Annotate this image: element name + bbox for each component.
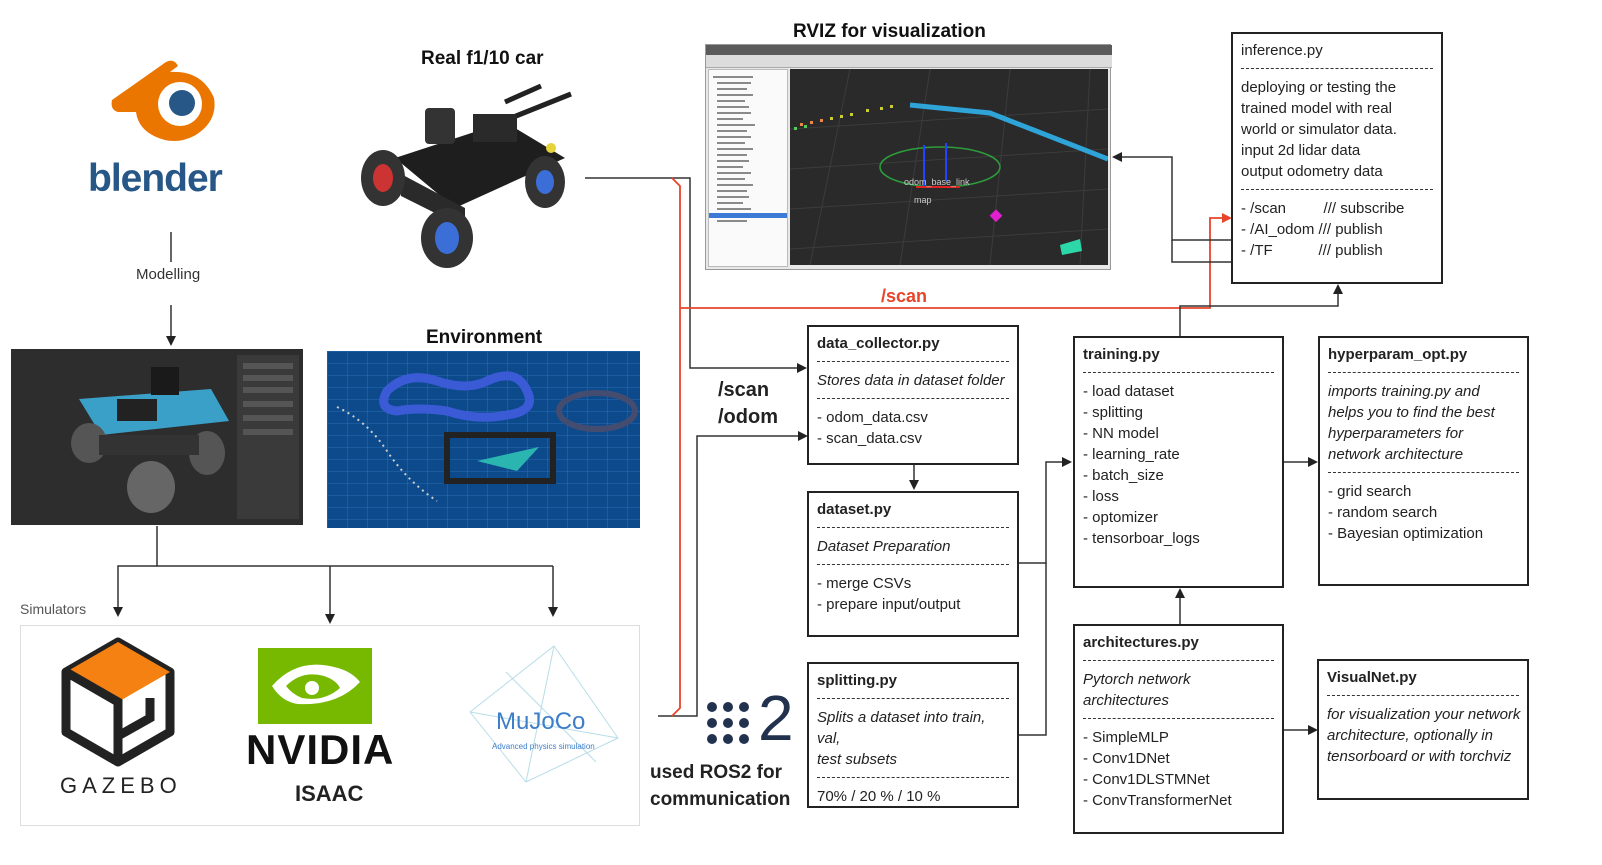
modelling-label: Modelling [136,266,201,283]
dataset-item: - prepare input/output [817,596,961,613]
inference-desc-line: trained model with real [1241,100,1392,117]
mujoco-wordmark: MuJoCo [496,708,586,735]
hyperparam-method: - grid search [1328,483,1412,500]
inference-desc-line: world or simulator data. [1241,121,1397,138]
hyperparam-desc-line: imports training.py and [1328,383,1480,400]
architecture-item: - ConvTransformerNet [1083,792,1232,809]
architecture-item: - SimpleMLP [1083,729,1169,746]
splitting-title: splitting.py [817,672,897,689]
blender-wordmark: blender [88,157,223,200]
hyperparam-method: - random search [1328,504,1438,521]
gazebo-logo-icon [60,636,176,768]
scan-topic-label-red: /scan [881,286,928,306]
rviz-3d-view: odom_base_link map [789,68,1109,266]
architectures-desc-line: Pytorch network [1083,671,1191,688]
training-item: - learning_rate [1083,446,1180,463]
simulators-label: Simulators [20,601,87,617]
ros2-caption-line2: communication [650,789,791,810]
inference-topic-ai-odom: - /AI_odom /// publish [1241,221,1383,238]
splitting-desc-line: Splits a dataset into train, val, [817,709,986,747]
data-collector-title: data_collector.py [817,335,940,352]
visualnet-desc-line: architecture, optionally in [1327,727,1493,744]
training-item: - tensorboar_logs [1083,530,1200,547]
sim-to-collector [658,431,808,717]
scan-topic-label: /scan [718,379,770,401]
visualnet-box: VisualNet.py for visualization your netw… [1317,659,1529,800]
dataset-title: dataset.py [817,501,892,518]
dataset-desc: Dataset Preparation [817,538,951,555]
environment-heading: Environment [426,327,543,348]
car-to-collector [585,177,807,373]
odom-topic-label: /odom [718,406,778,428]
gazebo-wordmark: GAZEBO [60,773,182,798]
sim-branch-line [156,526,553,567]
nvidia-wordmark: NVIDIA [246,726,395,773]
training-to-inference [1179,284,1343,336]
training-item: - loss [1083,488,1119,505]
training-box: training.py - load dataset - splitting -… [1073,336,1284,588]
rviz-heading: RVIZ for visualization [793,21,986,42]
training-item: - load dataset [1083,383,1174,400]
training-item: - optomizer [1083,509,1159,526]
inference-box: inference.py deploying or testing the tr… [1231,32,1443,284]
splitting-to-training [1019,563,1047,736]
mujoco-subtitle: Advanced physics simulation [492,742,595,751]
inference-desc-line: input 2d lidar data [1241,142,1361,159]
dataset-item: - merge CSVs [817,575,912,592]
visualnet-desc-line: for visualization your network [1327,706,1521,723]
data-collector-desc: Stores data in dataset folder [817,372,1005,389]
training-item: - splitting [1083,404,1144,421]
hyperparam-desc-line: helps you to find the best [1328,404,1495,421]
dataset-to-training [1019,457,1072,564]
blender-logo-icon [108,52,228,148]
environment-render [327,351,640,528]
inference-topic-scan: - /scan /// subscribe [1241,200,1405,217]
splitting-ratio: 70% / 20 % / 10 % [817,788,941,805]
hyperparam-desc-line: hyperparameters for [1328,425,1464,442]
splitting-box: splitting.py Splits a dataset into train… [807,662,1019,808]
architectures-desc-line: architectures [1083,692,1169,709]
hyperparam-title: hyperparam_opt.py [1328,346,1468,363]
data-collector-file: - scan_data.csv [817,430,923,447]
ros2-logo-icon [706,701,752,747]
ros2-caption-line1: used ROS2 for [650,762,782,783]
architectures-box: architectures.py Pytorch network archite… [1073,624,1284,834]
training-item: - NN model [1083,425,1159,442]
hyperparam-desc-line: network architecture [1328,446,1464,463]
nvidia-logo-icon [258,648,372,724]
inference-desc-line: deploying or testing the [1241,79,1397,96]
visualnet-desc-line: tensorboard or with torchviz [1327,748,1512,765]
hyperparam-box: hyperparam_opt.py imports training.py an… [1318,336,1529,586]
architecture-item: - Conv1DLSTMNet [1083,771,1210,788]
rviz-displays-panel [708,69,788,267]
hyperparam-method: - Bayesian optimization [1328,525,1484,542]
inference-desc-line: output odometry data [1241,163,1383,180]
training-title: training.py [1083,346,1160,363]
blender-model-render [11,349,303,525]
arrow-gazebo [113,565,157,617]
training-item: - batch_size [1083,467,1164,484]
ros2-version-digit: 2 [758,682,794,754]
visualnet-title: VisualNet.py [1327,669,1417,686]
real-car-photo [355,78,585,274]
real-car-heading: Real f1/10 car [421,48,544,69]
isaac-label: ISAAC [295,781,364,806]
architecture-item: - Conv1DNet [1083,750,1170,767]
splitting-desc-line: test subsets [817,751,898,768]
dataset-box: dataset.py Dataset Preparation - merge C… [807,491,1019,637]
inference-topic-tf: - /TF /// publish [1241,242,1383,259]
architectures-title: architectures.py [1083,634,1199,651]
scan-wire-red [671,177,1232,309]
rviz-frame-label-1: odom_base_link [904,177,970,187]
data-collector-file: - odom_data.csv [817,409,928,426]
data-collector-box: data_collector.py Stores data in dataset… [807,325,1019,465]
inference-tf-line [1171,240,1231,263]
rviz-screenshot: odom_base_link map [705,44,1112,270]
inference-title: inference.py [1241,42,1323,59]
scan-wire-red-sim [671,308,681,717]
rviz-frame-label-2: map [914,195,932,205]
mujoco-logo-icon [466,642,622,786]
inference-to-rviz [1112,152,1231,241]
